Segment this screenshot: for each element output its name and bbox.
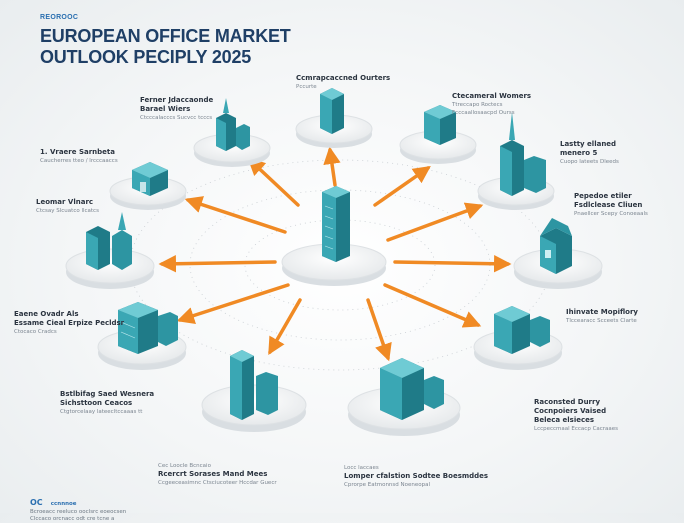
gabled-building-icon: [540, 218, 572, 274]
arrow-ne: [373, 165, 431, 207]
node-title: Eaene Ovadr Als: [14, 310, 79, 318]
striped-office-icon: [118, 302, 178, 354]
platform-top-right: [399, 130, 477, 164]
footer-line-2: Clccaco orcnacc odt cre tcne a: [30, 516, 115, 522]
node-label-right: Pepedoe etiler Fsdlclease Cliuen Pnaellc…: [574, 192, 648, 218]
node-subtitle: Fsdlclease Cliuen: [574, 201, 643, 209]
arch-gate-icon: [132, 162, 168, 196]
title-line-1: EUROPEAN OFFICE MARKET: [40, 26, 291, 46]
node-title: Lomper cfalstion Sodtee Boesmddes: [344, 472, 489, 480]
platform-center: [281, 243, 387, 286]
node-detail: Pnaellcer Scepy Conoeaals: [574, 211, 648, 217]
skyscraper-spire-icon: [500, 112, 546, 196]
node-label-bottom-center-right: Locc laccaes Lomper cfalstion Sodtee Boe…: [344, 464, 488, 489]
node-detail: Cuopo Iateets Dleeds: [560, 159, 619, 165]
node-title: Ferner Jdaccaonde: [140, 96, 214, 104]
node-label-left-lower: Eaene Ovadr Als Essame Cieal Erpize Pecl…: [14, 310, 124, 336]
box-office-icon: [424, 105, 456, 145]
node-label-right-upper: Lastty ellaned menero 5 Cuopo Iateets Dl…: [560, 140, 619, 166]
arrow-ese: [383, 283, 482, 328]
arrow-n: [323, 146, 341, 187]
node-subtitle: Cprorpe Eatmonnsd Noeneopal: [344, 482, 431, 488]
highrise-cluster-icon: [230, 350, 278, 420]
arrow-ene: [386, 202, 484, 242]
large-hq-building-icon: [380, 358, 444, 420]
node-title: Ccmrapcaccned Ourters: [296, 74, 391, 82]
buildings: [86, 88, 572, 420]
node-title: Rcercrt Sorases Mand Mees: [158, 470, 268, 478]
header-kicker: REOROOC: [40, 14, 79, 21]
arrow-w: [158, 255, 277, 273]
arrow-e: [393, 255, 512, 273]
node-label-top: Ccmrapcaccned Ourters Pccurte: [296, 74, 390, 91]
node-title: Ihinvate Mopiflory: [566, 308, 638, 316]
footer: OC ccnnnoe Bcroeacc reeluco ooclsrc eoeo…: [30, 490, 126, 523]
node-detail: Beleca elsieces: [534, 416, 595, 424]
node-subtitle: Ctcsay Slcuatco llcatcs: [36, 208, 99, 214]
node-label-bottom-left: Bstlbifag Saed Wesnera Sichsttoon Ceacos…: [60, 390, 154, 416]
node-label-left-upper: 1. Vraere Sarnbeta Caucherres tteo / lrc…: [40, 148, 118, 165]
node-subtitle: Essame Cieal Erpize Pecldsr: [14, 319, 125, 327]
page-title: EUROPEAN OFFICE MARKET OUTLOOK PECIPLY 2…: [40, 26, 291, 68]
node-label-top-left: Ferner Jdaccaonde Barael Wiers Ctcccalac…: [140, 96, 213, 122]
node-subtitle: menero 5: [560, 149, 598, 157]
node-subtitle: Caucherres tteo / lrcccaaccs: [40, 158, 118, 164]
node-title: 1. Vraere Sarnbeta: [40, 148, 115, 156]
title-line-2: OUTLOOK PECIPLY 2025: [40, 47, 252, 67]
arrow-nw: [247, 157, 300, 207]
node-label-right-lower: Ihinvate Mopiflory Tlccearacc Scceets Cl…: [566, 308, 638, 325]
node-title: Ctecameral Womers: [452, 92, 532, 100]
corporate-campus-icon: [494, 306, 550, 354]
node-detail-2: Lccpeccmaal Eccacp Cacraaes: [534, 426, 619, 432]
spire-building-icon: [216, 98, 250, 151]
node-title: Leomar Vlnarc: [36, 198, 94, 206]
node-detail: Ctocaco Cradcs: [14, 329, 57, 335]
node-label-bottom-right: Raconsted Durry Cocnpoiers Vaised Beleca…: [534, 398, 618, 433]
node-detail: Ctgtorcelaay lateecltccaaas tt: [60, 409, 143, 415]
footer-line-1: Bcroeacc reeluco ooclsrc eoeocsen: [30, 509, 127, 515]
footer-logo-text: ccnnnoe: [50, 501, 77, 507]
node-label-bottom-center-left: Cec Loocle Bcncaio Rcercrt Sorases Mand …: [158, 462, 277, 487]
node-detail: Fcccaallosaacpd Ourss: [452, 110, 515, 116]
connection-arrows: [158, 146, 512, 362]
footer-logo: OC: [30, 498, 43, 507]
node-subtitle: Sichsttoon Ceacos: [60, 399, 133, 407]
office-block-icon: [320, 88, 344, 134]
node-kicker: Locc laccaes: [344, 465, 379, 471]
arrow-wnw: [184, 196, 287, 234]
node-subtitle: Barael Wiers: [140, 105, 191, 113]
node-label-left: Leomar Vlnarc Ctcsay Slcuatco llcatcs: [36, 198, 99, 215]
arrow-wsw: [176, 283, 290, 325]
node-subtitle: Pccurte: [296, 84, 317, 90]
node-subtitle: Tlccearacc Scceets Clarte: [566, 318, 637, 324]
arrow-sw: [268, 298, 302, 356]
node-subtitle: Ccgeeceasimnc Ctsciucoteer Hccdar Guecr: [158, 480, 277, 486]
twin-buildings-icon: [86, 212, 132, 270]
node-detail: Ctcccalacccs Sucvcc tcccs: [140, 115, 213, 121]
tower-building-icon: [322, 186, 350, 262]
node-kicker: Cec Loocle Bcncaio: [158, 463, 211, 469]
node-title: Bstlbifag Saed Wesnera: [60, 390, 155, 398]
node-title: Pepedoe etiler: [574, 192, 632, 200]
node-title: Lastty ellaned: [560, 140, 617, 148]
node-label-top-right: Ctecameral Womers Ttreccapo Roctecs Fccc…: [452, 92, 531, 117]
node-title: Raconsted Durry: [534, 398, 601, 406]
node-subtitle: Ttreccapo Roctecs: [452, 102, 503, 108]
node-subtitle: Cocnpoiers Vaised: [534, 407, 607, 415]
arrow-se: [366, 298, 392, 362]
